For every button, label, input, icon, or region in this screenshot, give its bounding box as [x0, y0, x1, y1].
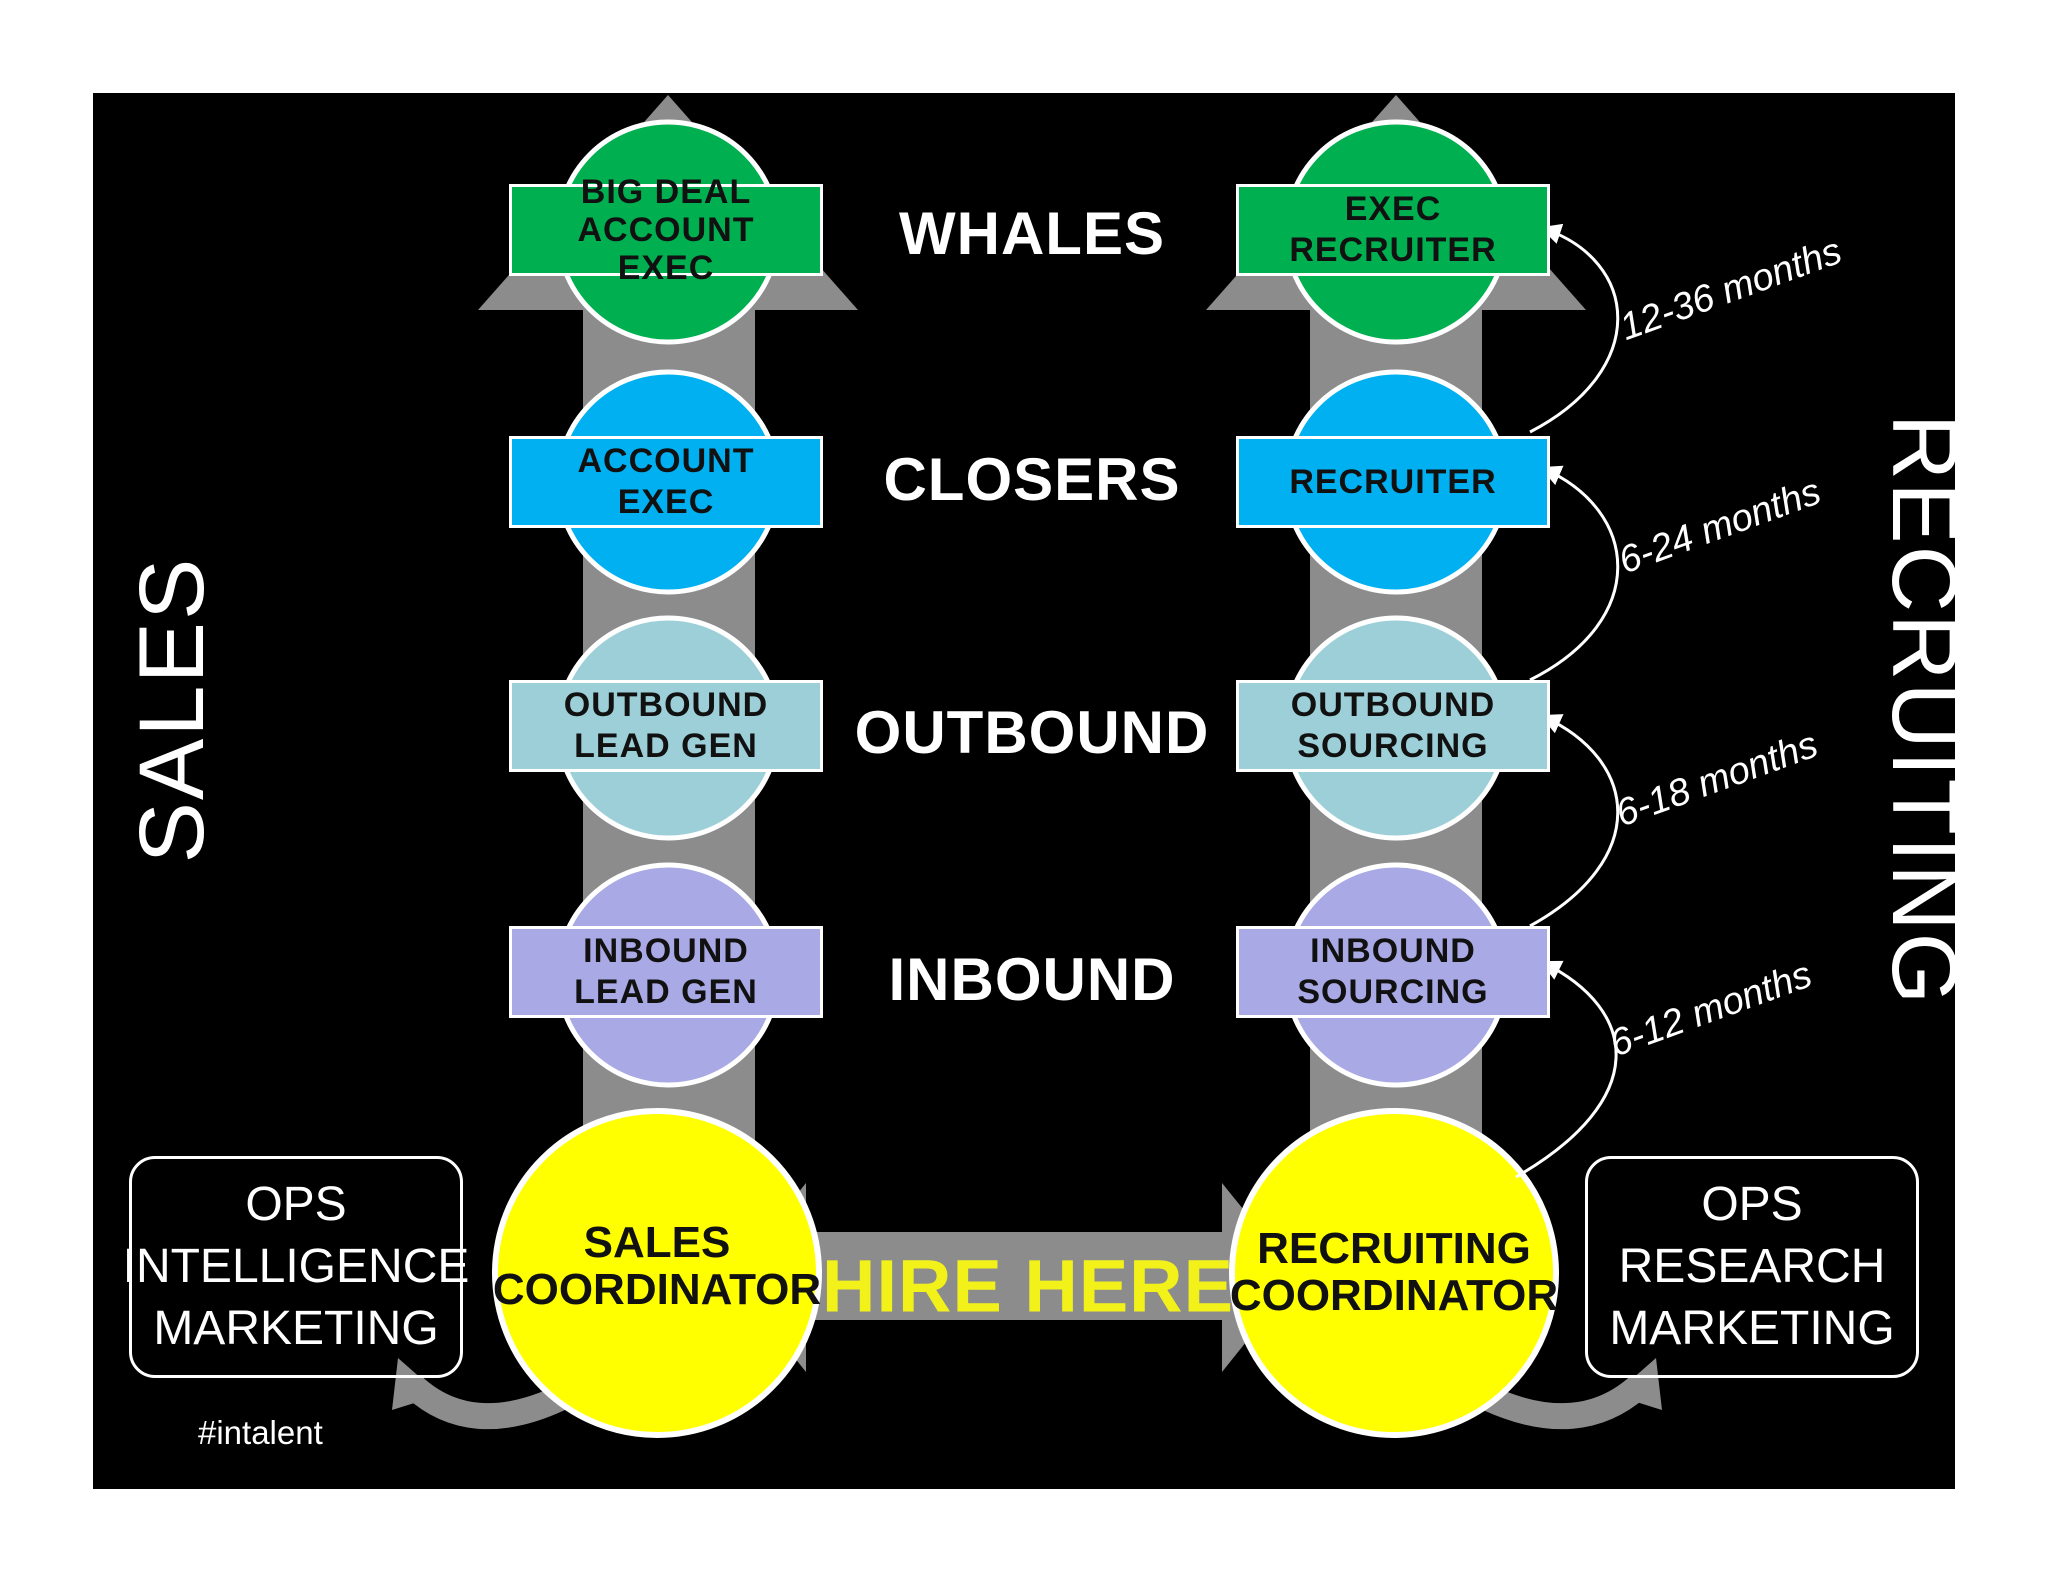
sales-side-title: SALES — [121, 556, 223, 864]
recruiting-role-recruiter: RECRUITER — [1236, 436, 1550, 528]
role-line: OUTBOUND — [563, 686, 769, 724]
sales-role-outbound-lead-gen: OUTBOUND LEAD GEN — [509, 680, 823, 772]
role-line: ACCOUNT — [577, 211, 755, 249]
role-line: OUTBOUND — [1290, 686, 1496, 724]
sales-role-account-exec: ACCOUNT EXEC — [509, 436, 823, 528]
role-line: SOURCING — [1297, 973, 1489, 1011]
role-line: ACCOUNT — [577, 442, 755, 480]
role-line: EXEC — [1344, 190, 1442, 228]
role-line: INBOUND — [1310, 932, 1476, 970]
promotion-arrow-6-18 — [1529, 714, 1620, 928]
sales-coordinator-label: SALES COORDINATOR — [492, 1218, 822, 1314]
role-line: LEAD GEN — [574, 727, 758, 765]
role-line: RECRUITER — [1289, 462, 1497, 501]
role-line: BIG DEAL — [580, 173, 752, 211]
recruiting-to-ops-curved-arrow — [1482, 1375, 1649, 1430]
ops-line: MARKETING — [1609, 1302, 1895, 1355]
ops-left-box: OPS INTELLIGENCE MARKETING — [123, 1156, 469, 1378]
ops-line: OPS — [245, 1178, 347, 1231]
recruiting-role-exec-recruiter: EXEC RECRUITER — [1236, 184, 1550, 276]
promotion-arrow-12-36 — [1529, 223, 1620, 434]
recruiting-coordinator-circle — [1229, 1108, 1559, 1438]
level-label-inbound: INBOUND — [888, 946, 1176, 1013]
ops-line: RESEARCH — [1618, 1240, 1886, 1293]
sales-to-ops-curved-arrow — [403, 1375, 566, 1430]
promotion-arrow-6-24 — [1529, 465, 1620, 682]
ops-line: MARKETING — [153, 1302, 439, 1355]
sales-role-big-deal-account-exec: BIG DEAL ACCOUNT EXEC — [509, 173, 823, 287]
ops-right-box: OPS RESEARCH MARKETING — [1585, 1156, 1919, 1378]
role-line: EXEC — [617, 249, 715, 287]
role-line: EXEC — [617, 483, 715, 521]
role-line: LEAD GEN — [574, 973, 758, 1011]
role-line: RECRUITER — [1289, 231, 1497, 269]
level-label-outbound: OUTBOUND — [854, 699, 1210, 766]
role-line: INBOUND — [583, 932, 749, 970]
recruiting-side-title: RECRUITING — [1873, 413, 1975, 1007]
recruiting-coordinator-label: RECRUITING COORDINATOR — [1229, 1224, 1559, 1320]
ops-line: OPS — [1701, 1178, 1803, 1231]
recruiting-role-inbound-sourcing: INBOUND SOURCING — [1236, 926, 1550, 1018]
hashtag: #intalent — [198, 1414, 323, 1451]
level-label-closers: CLOSERS — [883, 446, 1181, 513]
recruiting-role-outbound-sourcing: OUTBOUND SOURCING — [1236, 680, 1550, 772]
sales-coordinator-circle — [492, 1108, 822, 1438]
role-line: SOURCING — [1297, 727, 1489, 765]
level-label-whales: WHALES — [899, 200, 1165, 267]
sales-role-inbound-lead-gen: INBOUND LEAD GEN — [509, 926, 823, 1018]
ops-line: INTELLIGENCE — [122, 1240, 470, 1293]
promotion-arrow-6-12 — [1515, 960, 1618, 1179]
hire-here-label: HIRE HERE — [822, 1244, 1234, 1328]
